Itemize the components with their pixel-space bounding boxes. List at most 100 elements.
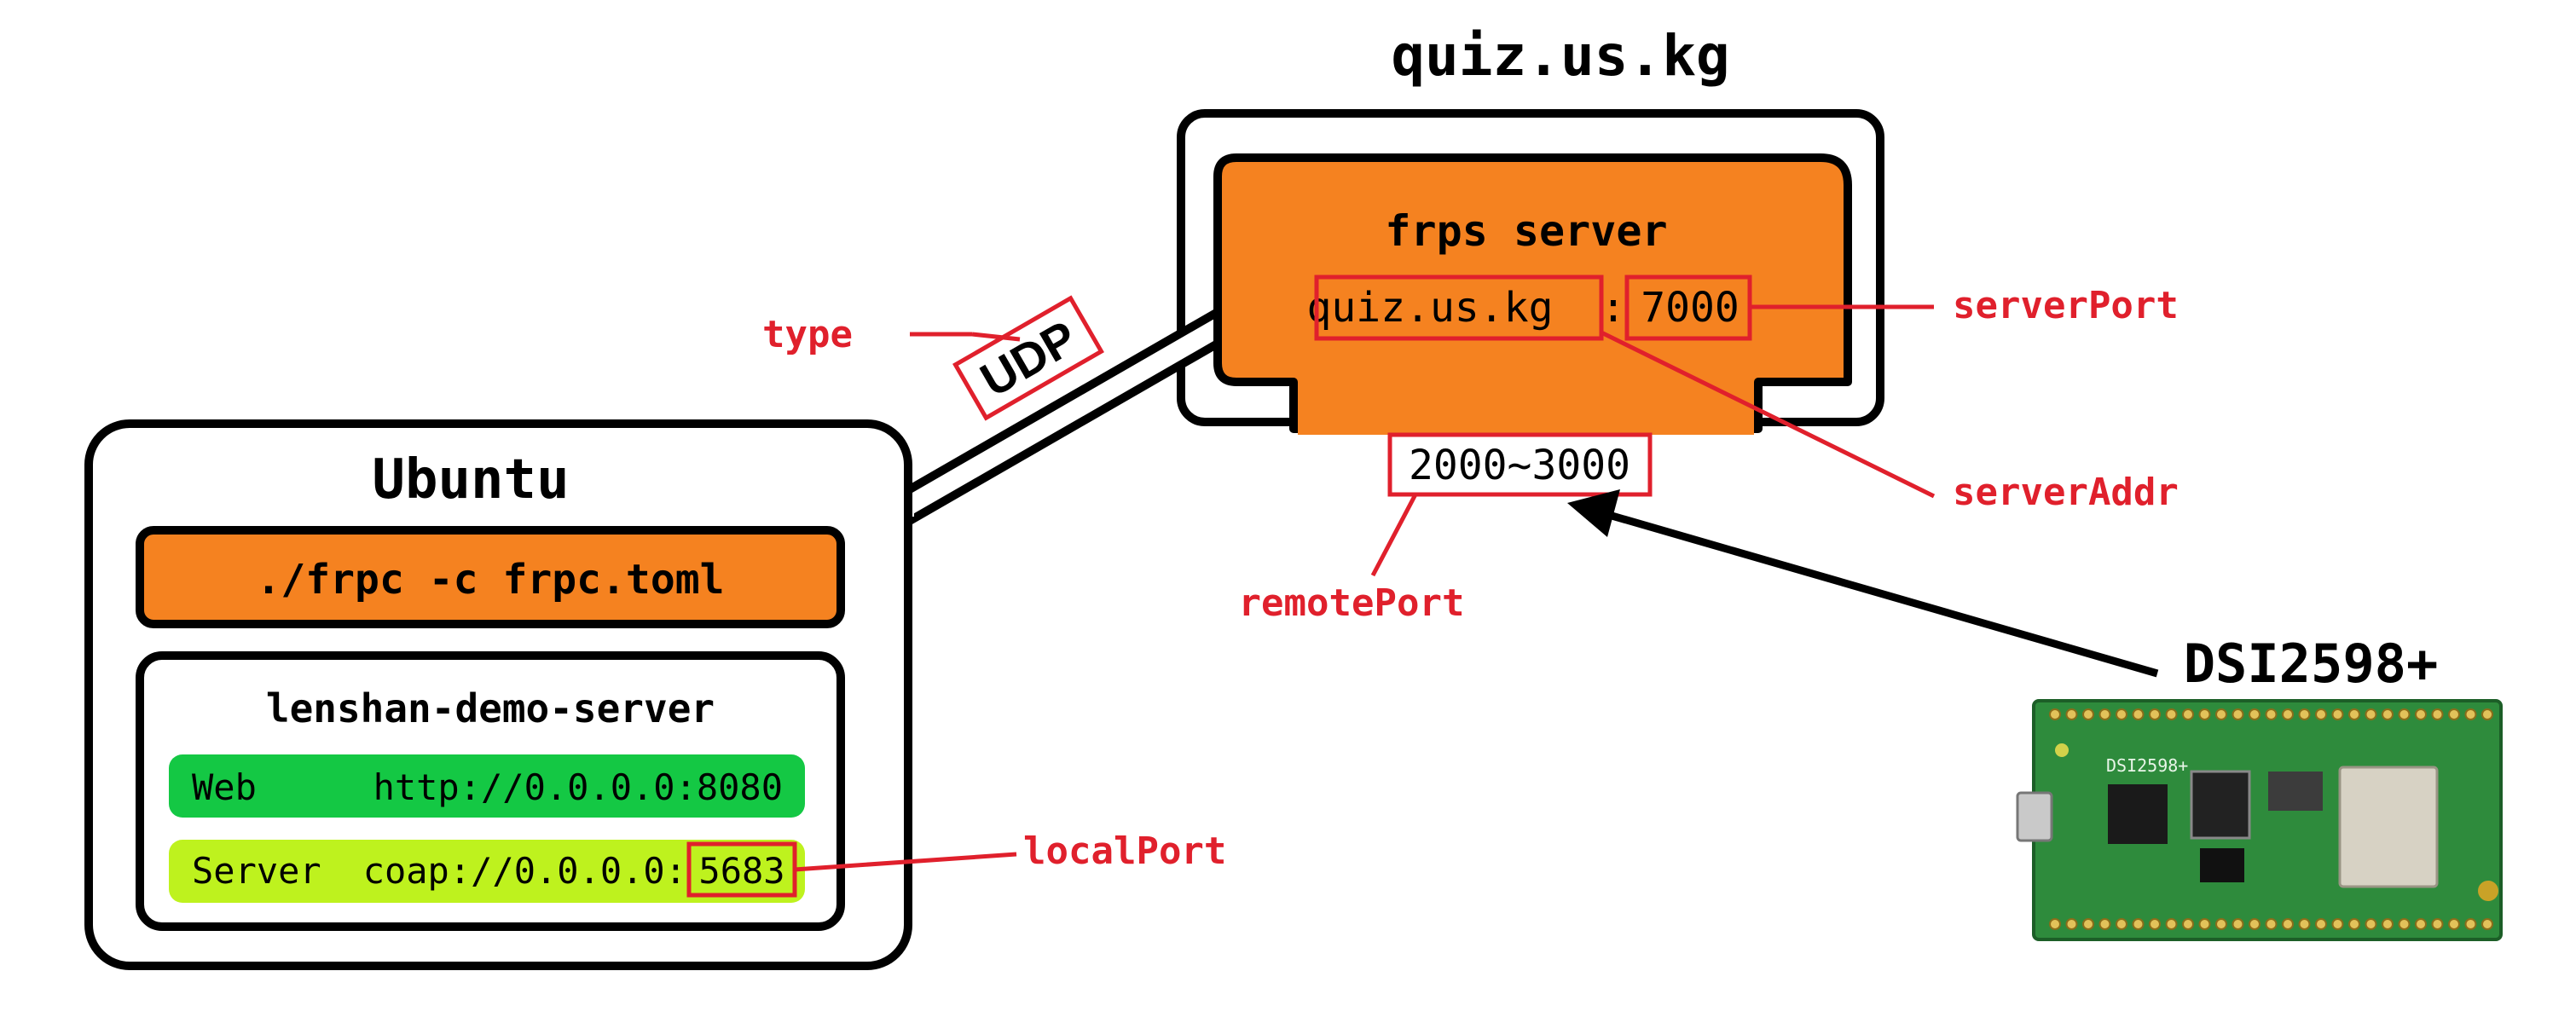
header-pin xyxy=(2265,918,2278,930)
device-arrowhead xyxy=(1567,489,1620,537)
usb-connector xyxy=(2016,791,2053,842)
frps-server-box xyxy=(1213,153,1852,433)
server-endpoint-url-prefix: coap://0.0.0.0: xyxy=(363,850,686,892)
type-label: type xyxy=(762,313,853,356)
header-pin xyxy=(2098,918,2111,930)
header-pin xyxy=(2348,708,2360,720)
antenna-connector xyxy=(2478,881,2498,901)
server-endpoint-row xyxy=(169,840,805,903)
header-pin xyxy=(2415,708,2427,720)
device-to-remote-arrow xyxy=(1601,509,2159,678)
header-pin xyxy=(2116,708,2127,720)
header-pin xyxy=(2448,708,2460,720)
dsi2598-board-image: DSI2598+ xyxy=(2016,699,2503,941)
header-pin xyxy=(2282,918,2294,930)
header-pin xyxy=(2382,708,2394,720)
led xyxy=(2055,743,2069,757)
header-pin xyxy=(2348,918,2360,930)
header-pin xyxy=(2149,918,2161,930)
server-addr-separator: : xyxy=(1601,284,1626,332)
header-pin xyxy=(2232,918,2244,930)
demo-server-title: lenshan-demo-server xyxy=(266,685,715,731)
header-pin xyxy=(2182,708,2194,720)
header-pin xyxy=(2165,708,2178,720)
header-pin xyxy=(2198,918,2211,930)
header-pin xyxy=(2298,918,2311,930)
server-addr-host: quiz.us.kg xyxy=(1307,284,1554,332)
server-addr-port: 7000 xyxy=(1641,284,1740,332)
board-header-pins-top xyxy=(2049,708,2493,720)
server-port-label: serverPort xyxy=(1953,284,2179,327)
device-title: DSI2598+ xyxy=(2184,633,2439,695)
header-pin xyxy=(2132,708,2145,720)
server-addr-label: serverAddr xyxy=(1953,471,2179,514)
header-pin xyxy=(2331,918,2344,930)
header-pin xyxy=(2198,708,2211,720)
annotation-leaders xyxy=(794,304,1936,872)
remote-port-highlight xyxy=(1387,432,1653,497)
frps-server-title: frps server xyxy=(1385,206,1667,256)
header-pin xyxy=(2398,708,2411,720)
web-endpoint-url: http://0.0.0.0:8080 xyxy=(373,766,783,808)
remote-port-label: remotePort xyxy=(1239,581,1465,625)
header-pin xyxy=(2481,708,2493,720)
server-addr-leader xyxy=(1600,330,1936,499)
header-pin xyxy=(2331,708,2344,720)
header-pin xyxy=(2082,918,2094,930)
server-endpoint-name: Server xyxy=(192,850,321,892)
header-pin xyxy=(2415,918,2427,930)
frpc-command-box xyxy=(136,526,845,628)
server-addr-highlight xyxy=(1314,275,1604,341)
header-pin xyxy=(2249,708,2261,720)
web-endpoint-name: Web xyxy=(192,766,257,808)
regulator-chip xyxy=(2200,848,2244,882)
header-pin xyxy=(2049,708,2061,720)
header-pin xyxy=(2149,708,2161,720)
header-pin xyxy=(2249,918,2261,930)
header-pin xyxy=(2265,708,2278,720)
header-pin xyxy=(2065,708,2078,720)
header-pin xyxy=(2464,708,2477,720)
header-pin xyxy=(2464,918,2477,930)
type-leader-tail xyxy=(971,332,1021,342)
remote-port-leader xyxy=(1370,493,1418,577)
header-pin xyxy=(2182,918,2194,930)
header-pin xyxy=(2215,918,2227,930)
header-pin xyxy=(2132,918,2145,930)
header-pin xyxy=(2232,708,2244,720)
header-pin xyxy=(2365,918,2377,930)
header-pin xyxy=(2431,708,2444,720)
board-header-pins-bottom xyxy=(2049,918,2493,930)
header-pin xyxy=(2065,918,2078,930)
frps-server-gap xyxy=(1298,375,1754,435)
header-pin xyxy=(2448,918,2460,930)
server-endpoint-port: 5683 xyxy=(698,850,784,892)
header-pin xyxy=(2365,708,2377,720)
header-pin xyxy=(2165,918,2178,930)
header-pin xyxy=(2382,918,2394,930)
server-host-title: quiz.us.kg xyxy=(1391,23,1729,89)
header-pin xyxy=(2298,708,2311,720)
local-port-leader xyxy=(794,852,1017,872)
remote-port-range: 2000~3000 xyxy=(1409,442,1630,489)
udp-protocol-tag: UDP xyxy=(952,295,1104,421)
header-pin xyxy=(2116,918,2127,930)
frpc-command-text: ./frpc -c frpc.toml xyxy=(256,556,724,604)
header-pin xyxy=(2481,918,2493,930)
flash-chip xyxy=(2268,772,2323,811)
header-pin xyxy=(2398,918,2411,930)
header-pin xyxy=(2431,918,2444,930)
board-silkscreen-label: DSI2598+ xyxy=(2106,755,2188,776)
header-pin xyxy=(2082,708,2094,720)
header-pin xyxy=(2049,918,2061,930)
web-endpoint-row xyxy=(169,754,805,818)
header-pin xyxy=(2315,918,2327,930)
rf-module xyxy=(2338,766,2439,888)
header-pin xyxy=(2098,708,2111,720)
local-port-label: localPort xyxy=(1023,829,1226,873)
header-pin xyxy=(2315,708,2327,720)
ubuntu-title: Ubuntu xyxy=(372,448,569,512)
header-pin xyxy=(2282,708,2294,720)
header-pin xyxy=(2215,708,2227,720)
